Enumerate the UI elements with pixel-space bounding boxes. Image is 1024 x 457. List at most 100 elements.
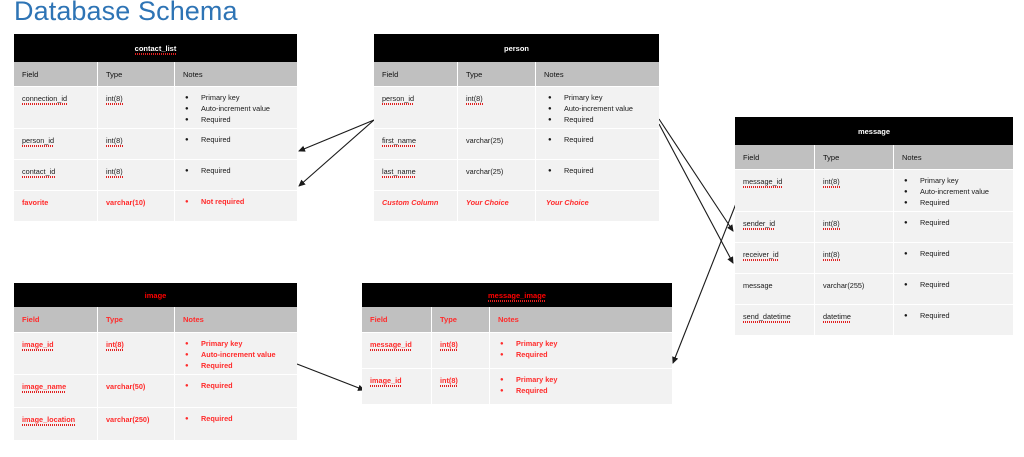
column-header-type: Type — [98, 62, 175, 86]
arrow-message-to-messageimage-messageid — [672, 195, 740, 364]
row-type: varchar(250) — [98, 408, 175, 440]
table-row: send_datetime datetime ●Required — [735, 305, 1013, 336]
row-type: varchar(10) — [98, 191, 175, 221]
column-header-type: Type — [815, 145, 894, 169]
table-row: receiver_id int(8) ●Required — [735, 243, 1013, 274]
row-notes: ●Required — [185, 381, 233, 390]
row-type: int(8) — [98, 87, 175, 128]
table-title-bar-message-image: message_image — [362, 283, 672, 307]
table-row: message_id int(8) ●Primary key ●Auto-inc… — [735, 170, 1013, 212]
row-notes: ●Primary key ●Auto-increment value ●Requ… — [185, 339, 276, 370]
row-type: varchar(50) — [98, 375, 175, 407]
table-row: favorite varchar(10) ●Not required — [14, 191, 297, 222]
table-row: image_id int(8) ●Primary key ●Required — [362, 369, 672, 405]
row-field: last_name — [374, 160, 458, 190]
row-field: image_name — [14, 375, 98, 407]
table-row: last_name varchar(25) ●Required — [374, 160, 659, 191]
row-field: person_id — [374, 87, 458, 128]
table-row: image_name varchar(50) ●Required — [14, 375, 297, 408]
table-title-message: message — [857, 126, 891, 136]
table-row: connection_id int(8) ●Primary key ●Auto-… — [14, 87, 297, 129]
row-type: int(8) — [815, 243, 894, 273]
page-title: Database Schema — [14, 0, 238, 26]
row-notes: ●Required — [904, 218, 950, 227]
table-title-bar-person: person — [374, 34, 659, 62]
row-field: image_id — [362, 369, 432, 404]
row-notes: ●Required — [904, 311, 950, 320]
row-field: image_location — [14, 408, 98, 440]
row-field: Custom Column — [374, 191, 458, 221]
row-field: message_id — [735, 170, 815, 211]
table-title-bar-image: image — [14, 283, 297, 307]
spellcheck-underline — [134, 52, 177, 55]
column-header-row: Field Type Notes — [14, 307, 297, 333]
column-header-field: Field — [362, 307, 432, 332]
column-header-notes: Notes — [183, 315, 204, 324]
row-field: connection_id — [14, 87, 98, 128]
table-row: contact_id int(8) ●Required — [14, 160, 297, 191]
row-type: int(8) — [98, 129, 175, 159]
row-notes: ●Required — [185, 135, 231, 144]
column-header-notes: Notes — [183, 70, 203, 79]
row-type: int(8) — [815, 170, 894, 211]
row-field: receiver_id — [735, 243, 815, 273]
arrow-image-to-messageimage-imageid — [296, 363, 365, 391]
row-notes: ●Primary key ●Auto-increment value ●Requ… — [185, 93, 270, 124]
column-header-type: Type — [432, 307, 490, 332]
column-header-row: Field Type Notes — [14, 62, 297, 87]
column-header-type: Type — [458, 62, 536, 86]
column-header-field: Field — [14, 307, 98, 332]
row-type: Your Choice — [458, 191, 536, 221]
row-field: send_datetime — [735, 305, 815, 335]
row-type: int(8) — [458, 87, 536, 128]
row-type: int(8) — [432, 369, 490, 404]
column-header-notes: Notes — [498, 315, 519, 324]
table-contact-list: contact_list Field Type Notes connection… — [14, 34, 297, 222]
table-title-image: image — [144, 290, 167, 300]
row-type: varchar(25) — [458, 129, 536, 159]
column-header-row: Field Type Notes — [374, 62, 659, 87]
row-field: sender_id — [735, 212, 815, 242]
column-header-row: Field Type Notes — [735, 145, 1013, 170]
table-row: message varchar(255) ●Required — [735, 274, 1013, 305]
table-person: person Field Type Notes person_id int(8)… — [374, 34, 659, 222]
table-title-person: person — [503, 43, 529, 53]
row-notes: ●Required — [548, 166, 594, 175]
column-header-row: Field Type Notes — [362, 307, 672, 333]
row-notes: ●Primary key ●Auto-increment value ●Requ… — [904, 176, 989, 207]
arrow-person-to-contactlist-contactid — [298, 119, 375, 187]
row-type: varchar(25) — [458, 160, 536, 190]
row-field: favorite — [14, 191, 98, 221]
row-notes: ●Primary key ●Required — [500, 339, 558, 359]
row-field: person_id — [14, 129, 98, 159]
arrow-person-to-message-receiverid — [658, 123, 734, 264]
table-row: sender_id int(8) ●Required — [735, 212, 1013, 243]
row-notes: Your Choice — [546, 198, 589, 207]
table-row: first_name varchar(25) ●Required — [374, 129, 659, 160]
row-field: contact_id — [14, 160, 98, 190]
table-row: Custom Column Your Choice Your Choice — [374, 191, 659, 222]
row-type: int(8) — [98, 160, 175, 190]
column-header-field: Field — [374, 62, 458, 86]
table-row: image_id int(8) ●Primary key ●Auto-incre… — [14, 333, 297, 375]
table-row: image_location varchar(250) ●Required — [14, 408, 297, 441]
row-field: message_id — [362, 333, 432, 368]
row-notes: ●Not required — [185, 197, 245, 206]
row-field: first_name — [374, 129, 458, 159]
row-type: datetime — [815, 305, 894, 335]
table-title-bar-message: message — [735, 117, 1013, 145]
column-header-field: Field — [14, 62, 98, 86]
table-message: message Field Type Notes message_id int(… — [735, 117, 1013, 336]
column-header-field: Field — [735, 145, 815, 169]
row-type: int(8) — [815, 212, 894, 242]
row-field: message — [735, 274, 815, 304]
row-notes: ●Required — [904, 249, 950, 258]
row-notes: ●Primary key ●Auto-increment value ●Requ… — [548, 93, 633, 124]
table-row: message_id int(8) ●Primary key ●Required — [362, 333, 672, 369]
arrow-person-to-message-senderid — [658, 118, 734, 232]
row-notes: ●Required — [185, 414, 233, 423]
table-title-contact-list: contact_list — [134, 43, 177, 53]
row-type: int(8) — [98, 333, 175, 374]
column-header-type: Type — [98, 307, 175, 332]
row-field: image_id — [14, 333, 98, 374]
